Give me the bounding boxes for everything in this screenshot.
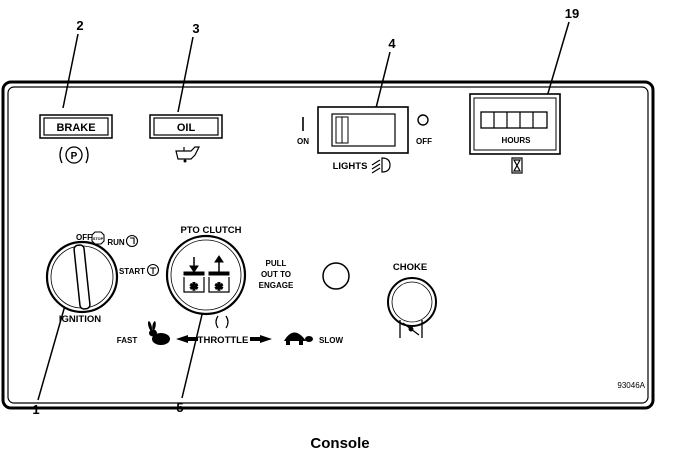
pto-engage-label: ENGAGE — [259, 281, 294, 290]
parking-brake-symbol: P — [71, 151, 78, 162]
hour-meter: HOURS — [469, 93, 561, 155]
callout-1: 1 — [32, 402, 39, 417]
throttle-fast-label: FAST — [117, 336, 138, 345]
leader-line-2 — [62, 33, 79, 109]
oil-indicator: OIL — [149, 114, 223, 139]
throttle-slow-label: SLOW — [319, 336, 343, 345]
svg-text:STOP: STOP — [93, 237, 104, 241]
choke-label: CHOKE — [393, 262, 427, 273]
pto-pull-label: PULL — [266, 259, 287, 268]
run-icon — [125, 234, 139, 248]
ignition-run-label: RUN — [107, 238, 125, 247]
leader-line-3 — [177, 36, 194, 113]
choke-icon — [399, 320, 423, 338]
ignition-start-label: START — [119, 267, 145, 276]
callout-2: 2 — [76, 18, 83, 33]
rabbit-icon — [147, 321, 170, 345]
part-number: 93046A — [617, 381, 645, 390]
ignition-off-label: OFF — [76, 233, 92, 242]
throttle-arrow-right-icon — [250, 335, 272, 343]
ignition-switch[interactable] — [45, 240, 119, 314]
console-panel-inner-outline — [7, 86, 649, 404]
lights-on-label: ON — [297, 137, 309, 146]
lights-switch[interactable] — [317, 106, 409, 154]
lights-label: LIGHTS — [333, 161, 368, 172]
svg-text:✱: ✱ — [190, 282, 199, 293]
leader-line-1 — [37, 301, 67, 401]
pto-out-to-label: OUT TO — [261, 270, 291, 279]
figure-caption: Console — [310, 435, 370, 452]
turtle-icon — [284, 332, 313, 345]
pto-engage-icon: ✱ — [208, 255, 230, 294]
lights-off-mark-icon — [417, 114, 429, 126]
parking-brake-icon: P — [59, 146, 89, 164]
console-panel-outline — [1, 80, 655, 410]
headlight-icon — [371, 157, 391, 174]
oil-can-icon — [175, 146, 200, 163]
ignition-label: IGNITION — [59, 314, 101, 325]
callout-4: 4 — [388, 36, 396, 51]
throttle-arrow-left-icon — [176, 335, 198, 343]
leader-line-19 — [545, 21, 570, 101]
pto-clutch-knob[interactable] — [165, 234, 247, 316]
start-icon — [146, 263, 160, 277]
lights-off-label: OFF — [416, 137, 432, 146]
throttle-label: THROTTLE — [198, 335, 249, 346]
brake-label: BRAKE — [56, 122, 95, 134]
stop-icon: STOP — [91, 231, 105, 245]
throttle-detent-mark — [215, 315, 229, 329]
callout-3: 3 — [192, 21, 199, 36]
plug-hole — [322, 262, 350, 290]
pto-clutch-title: PTO CLUTCH — [180, 225, 241, 236]
callout-19: 19 — [565, 6, 579, 21]
hourglass-icon — [511, 157, 523, 174]
svg-text:✱: ✱ — [215, 282, 224, 293]
choke-knob[interactable] — [387, 277, 437, 327]
brake-indicator: BRAKE — [39, 114, 113, 139]
hours-label: HOURS — [502, 136, 532, 145]
callout-5: 5 — [176, 400, 183, 415]
oil-label: OIL — [177, 122, 196, 134]
pto-disengage-icon: ✱ — [183, 257, 205, 294]
